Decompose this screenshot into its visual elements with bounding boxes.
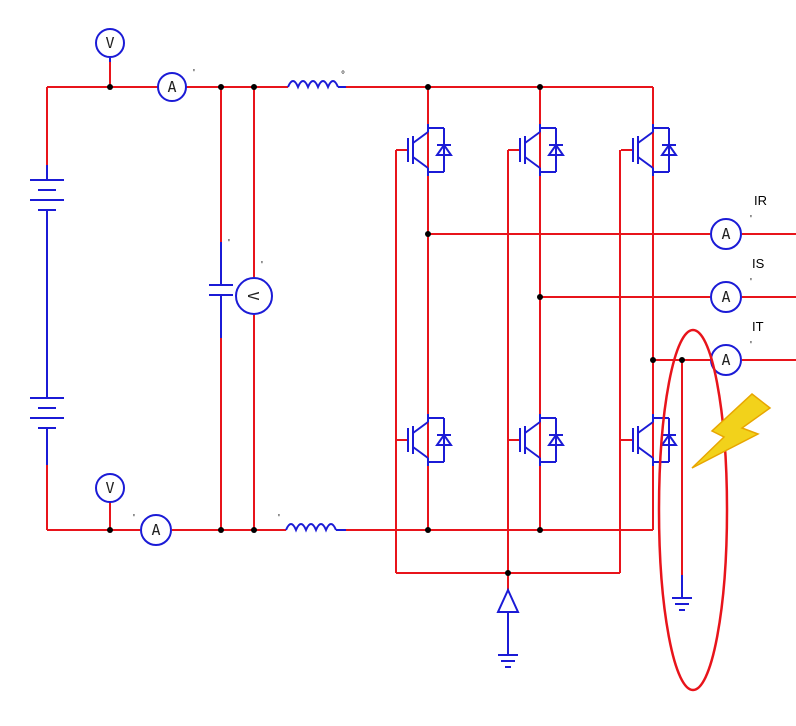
igbt-switch-lower-1 xyxy=(396,414,453,466)
svg-text:': ' xyxy=(750,340,752,351)
igbt-switch-upper-3 xyxy=(621,124,678,176)
ammeter-phase-t: A ' xyxy=(710,340,752,376)
svg-text:': ' xyxy=(193,68,195,79)
svg-text:': ' xyxy=(228,238,230,249)
lightning-bolt-icon xyxy=(691,393,772,469)
voltmeter-top: V xyxy=(95,28,125,62)
voltmeter-dc-link: V ' xyxy=(235,260,273,315)
ammeter-bottom: A ' xyxy=(133,513,172,546)
igbt-bridge xyxy=(396,124,678,466)
fault-highlight-ellipse xyxy=(657,328,729,692)
dc-link-capacitor: ' xyxy=(209,238,233,338)
svg-text:V: V xyxy=(105,479,114,497)
igbt-switch-upper-1 xyxy=(396,124,453,176)
svg-text:A: A xyxy=(721,288,730,306)
ammeter-phase-r: A ' xyxy=(710,214,752,250)
igbt-switch-lower-2 xyxy=(508,414,565,466)
svg-text:A: A xyxy=(721,225,730,243)
svg-text:A: A xyxy=(167,78,176,96)
label-is: IS xyxy=(752,256,765,271)
svg-text:': ' xyxy=(278,513,280,524)
svg-text:': ' xyxy=(750,214,752,225)
svg-text:A: A xyxy=(151,521,160,539)
svg-text:V: V xyxy=(244,291,262,300)
svg-text:A: A xyxy=(721,351,730,369)
voltmeter-bottom: V xyxy=(95,473,125,503)
ammeter-phase-s: A ' xyxy=(710,277,752,313)
ground-gate-drive xyxy=(496,587,520,668)
label-ir: IR xyxy=(754,193,767,208)
igbt-switch-upper-2 xyxy=(508,124,565,176)
inductor-bottom: ' xyxy=(278,513,346,533)
svg-text:V: V xyxy=(105,34,114,52)
inductor-top: ° xyxy=(287,70,346,90)
wires xyxy=(46,62,796,590)
junction-nodes xyxy=(107,84,685,576)
igbt-switch-lower-3 xyxy=(621,414,678,466)
svg-text:': ' xyxy=(261,260,263,271)
svg-text:': ' xyxy=(133,513,135,524)
label-it: IT xyxy=(752,319,764,334)
svg-text:': ' xyxy=(750,277,752,288)
svg-text:°: ° xyxy=(341,70,345,81)
ground-fault xyxy=(672,575,692,611)
battery-top xyxy=(30,165,64,365)
battery-bottom xyxy=(30,365,64,465)
ammeter-top: A ' xyxy=(157,68,195,102)
